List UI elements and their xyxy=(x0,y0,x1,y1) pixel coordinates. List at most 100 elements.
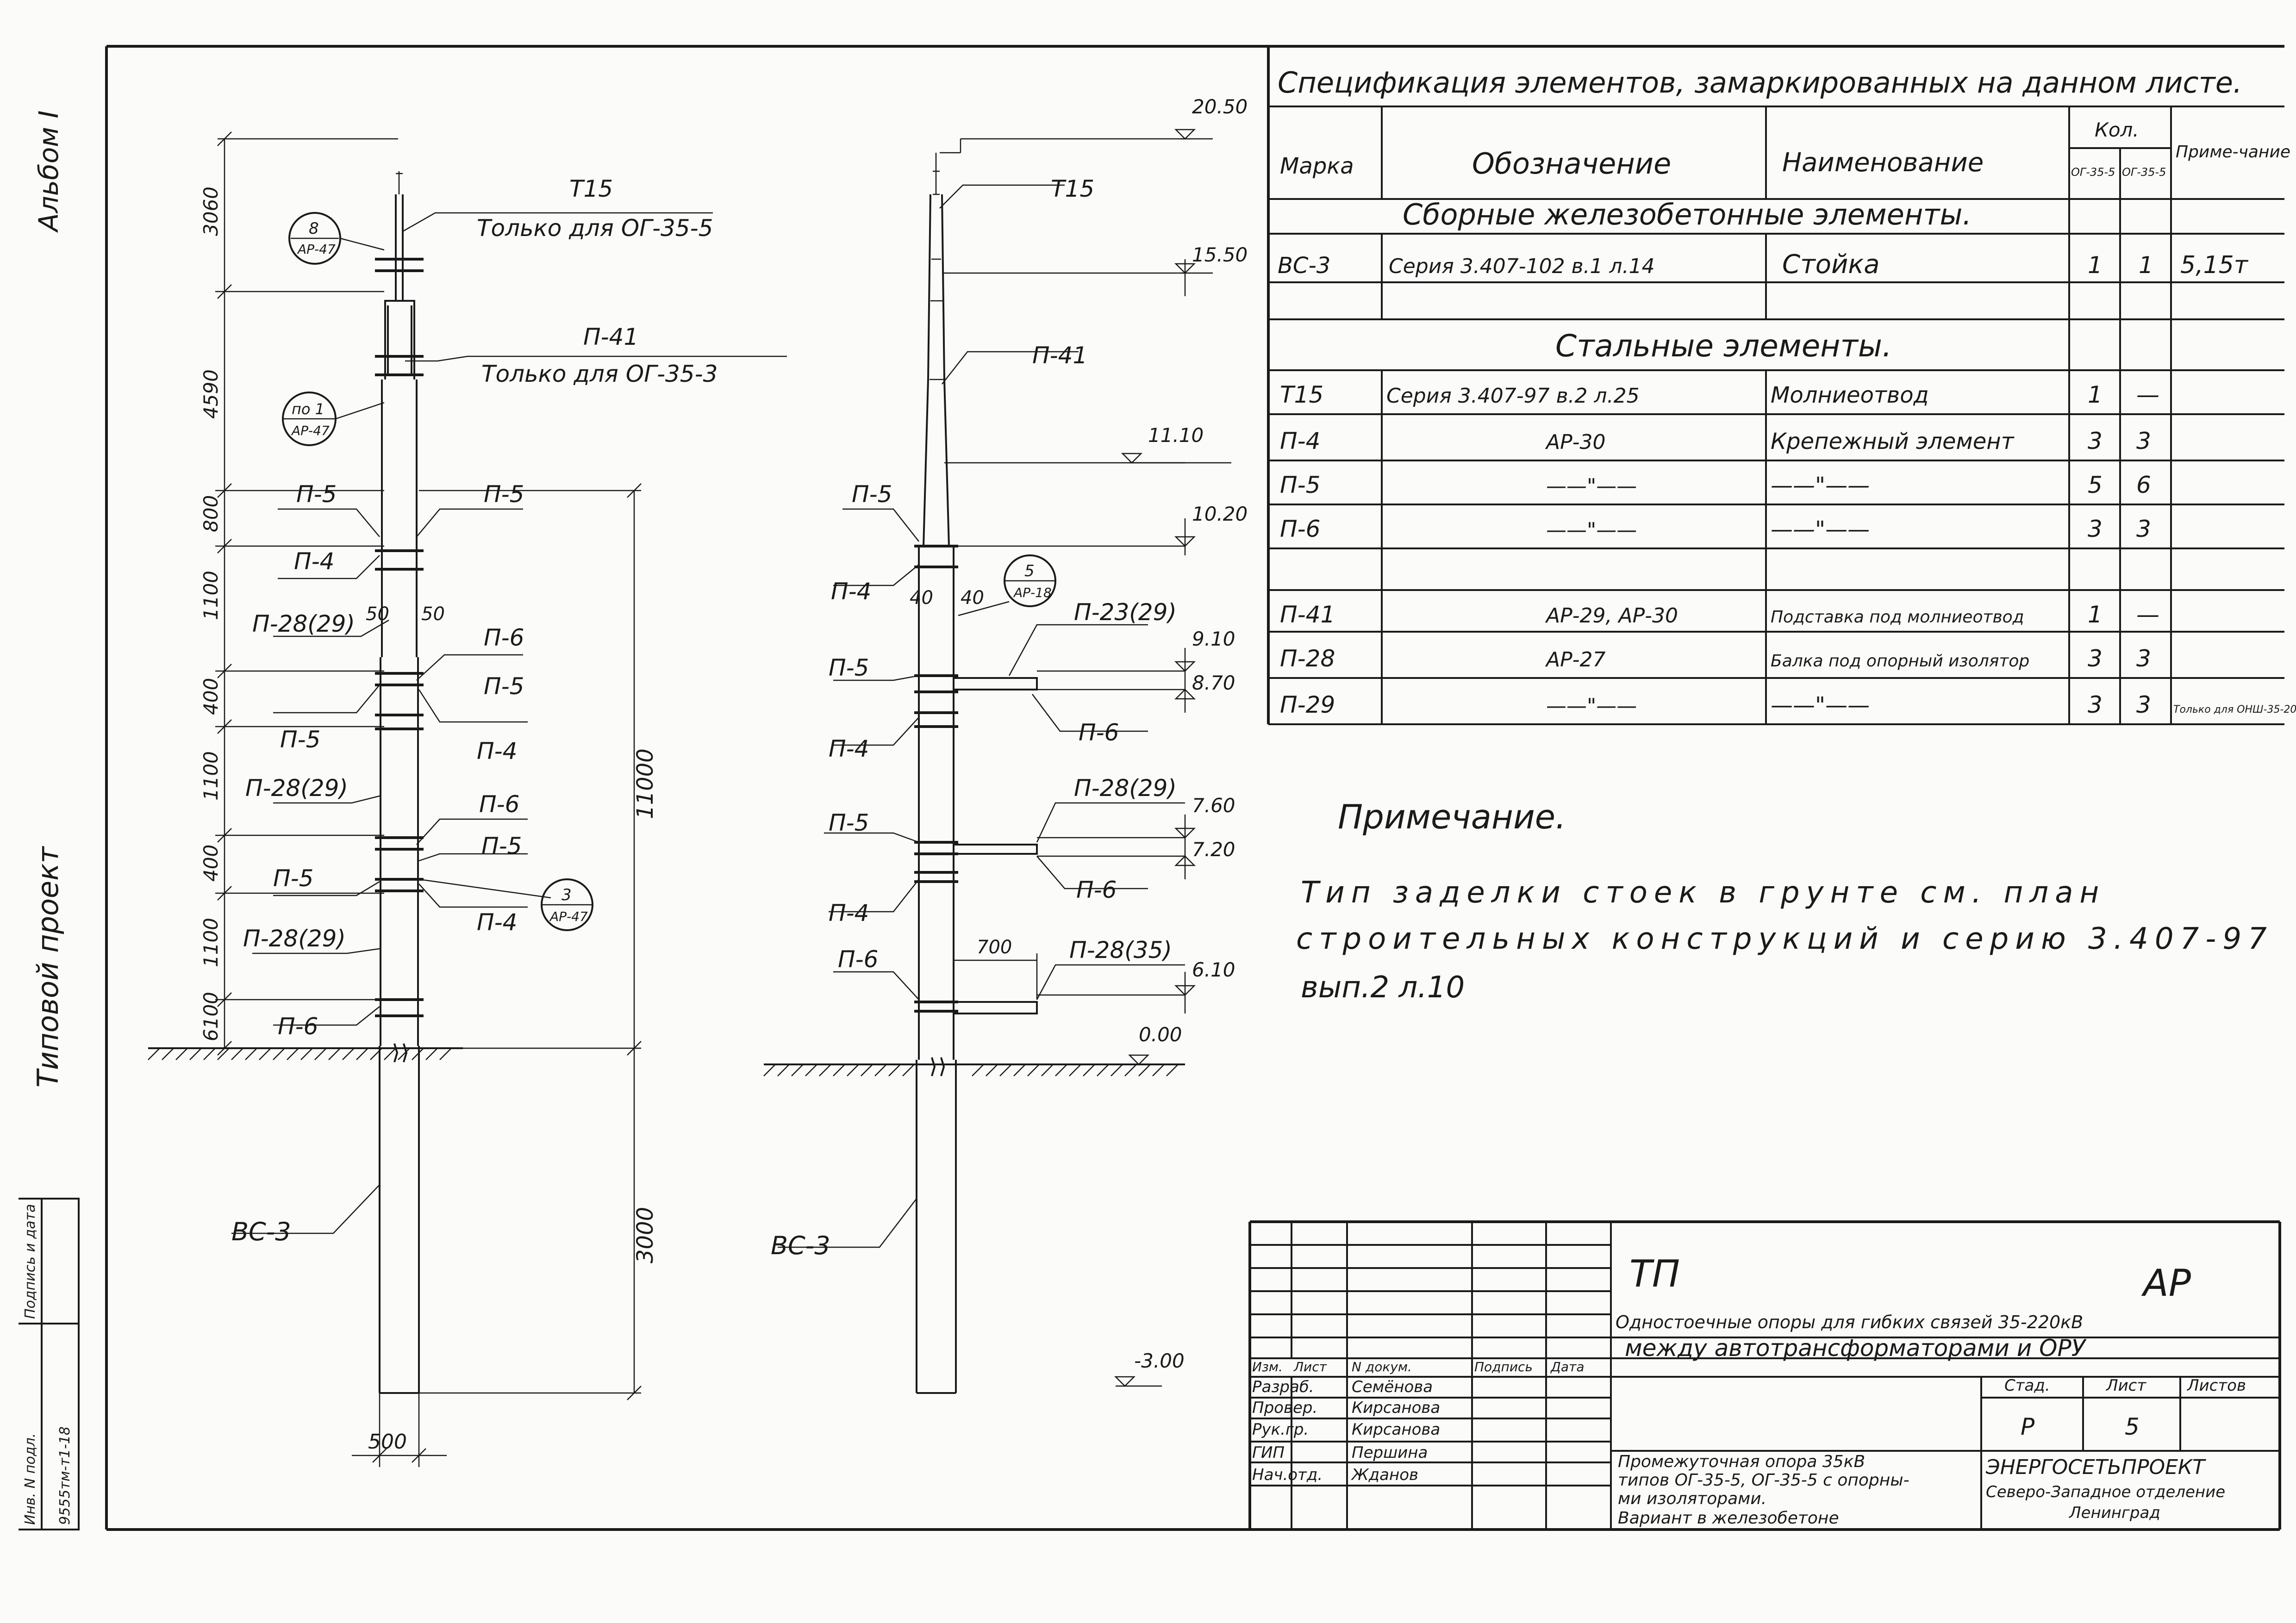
tb-role-name: Жданов xyxy=(1351,1466,1418,1484)
tb-role-name: Семёнова xyxy=(1352,1378,1433,1396)
spec-row-qty-a: 5 xyxy=(2088,472,2103,498)
tb-role-name: Кирсанова xyxy=(1352,1399,1440,1417)
r-callout-p5a: П-5 xyxy=(852,481,892,508)
callout-p5b: П-5 xyxy=(484,481,524,508)
r-callout-w40a: 40 xyxy=(910,587,933,609)
callout-w50a: 50 xyxy=(366,603,389,625)
spec-row-name: ——"—— xyxy=(1771,692,1870,718)
level-7-20: 7.20 xyxy=(1192,838,1235,861)
spec-row-mark: П-5 xyxy=(1280,472,1320,498)
callout-p28c: П-28(29) xyxy=(243,925,346,952)
spec-row-designation: Серия 3.407-97 в.2 л.25 xyxy=(1386,384,1640,408)
callout-p41: П-41 xyxy=(583,323,638,350)
level-15-50: 15.50 xyxy=(1192,243,1248,266)
spec-row-mark: П-28 xyxy=(1280,645,1335,672)
sign-date-label: Подпись и дата xyxy=(22,1204,38,1319)
tb-role-title: Провер. xyxy=(1252,1399,1317,1417)
dim-500: 500 xyxy=(368,1430,407,1454)
dim-6100: 6100 xyxy=(200,992,222,1041)
spec-text: Спецификация элементов, замаркированных … xyxy=(1278,66,2290,364)
left-bubbles: 8 АР-47 по 1 АР-47 3 АР-47 xyxy=(282,212,593,931)
r-callout-p4a: П-4 xyxy=(831,578,871,605)
note-heading: Примечание. xyxy=(1338,797,1566,836)
spec-row-qty-a: 3 xyxy=(2088,516,2103,542)
spec-row-designation: АР-30 xyxy=(1545,430,1606,454)
r-callout-d700: 700 xyxy=(977,937,1012,958)
spec-row-qty-a: 1 xyxy=(2088,381,2103,408)
tb-role-name: Першина xyxy=(1352,1443,1428,1462)
spec-row-qty-b: 3 xyxy=(2136,645,2151,672)
spec-row-note: Только для ОНШ-35-2000 xyxy=(2173,704,2296,715)
tb-drawing-4: Вариант в железобетоне xyxy=(1618,1509,1839,1528)
level-0-00: 0.00 xyxy=(1139,1023,1182,1046)
spec-row-qty-a: 3 xyxy=(2088,428,2103,454)
title-block-text: ТП АР Одностоечные опоры для гибких связ… xyxy=(1252,1252,2246,1528)
level-20-50: 20.50 xyxy=(1192,95,1248,118)
callout-p6c: П-6 xyxy=(278,1013,318,1040)
spec-row-note: 5,15т xyxy=(2180,251,2249,279)
callout-p5d: П-5 xyxy=(280,726,320,753)
spec-row-designation: АР-27 xyxy=(1545,648,1606,672)
spec-row-qty-b: 6 xyxy=(2136,472,2151,498)
callout-p5e: П-5 xyxy=(481,833,522,859)
bubble1-top: 8 xyxy=(309,219,319,238)
spec-hdr-designation: Обозначение xyxy=(1472,147,1671,180)
bubble3-top: 3 xyxy=(562,886,572,904)
right-levels: 20.50 15.50 11.10 10.20 9.10 8.70 7.60 7… xyxy=(1134,95,1248,1372)
callout-w50b: 50 xyxy=(421,603,445,625)
spec-row-qty-b: — xyxy=(2136,381,2159,408)
r-callout-w40b: 40 xyxy=(961,587,984,609)
spec-row-designation: Серия 3.407-102 в.1 л.14 xyxy=(1389,255,1655,278)
spec-row-name: Крепежный элемент xyxy=(1771,429,2015,454)
spec-section-2: Стальные элементы. xyxy=(1555,328,1892,364)
r-bubble-top: 5 xyxy=(1024,562,1035,580)
inv-number: 9555тм-т1-18 xyxy=(57,1426,73,1525)
level-8-70: 8.70 xyxy=(1192,672,1235,694)
right-callouts: Т15 П-41 П-5 П-4 40 40 5 АР-18 П-23(29) … xyxy=(771,175,1177,1260)
callout-p4a: П-4 xyxy=(294,548,334,575)
spec-row-qty-b: 1 xyxy=(2139,252,2153,279)
spec-row-name: Подставка под молниеотвод xyxy=(1771,608,2024,627)
dim-800: 800 xyxy=(200,495,222,532)
note-block: Примечание. Тип заделки стоек в грунте с… xyxy=(1296,797,2267,1005)
callout-p6a: П-6 xyxy=(484,624,524,651)
left-dimensions: 3060 4590 800 1100 400 1100 400 1100 610… xyxy=(200,187,658,1454)
callout-p5c: П-5 xyxy=(484,673,524,700)
r-callout-p28a: П-28(29) xyxy=(1074,775,1177,802)
callout-p5f: П-5 xyxy=(273,865,313,892)
spec-row-mark: П-6 xyxy=(1280,516,1320,542)
dim-4590: 4590 xyxy=(200,369,222,419)
left-pole-view xyxy=(148,131,787,1467)
level-6-10: 6.10 xyxy=(1192,958,1235,981)
bubble2-top: по 1 xyxy=(292,400,324,418)
tb-role-title: Нач.отд. xyxy=(1252,1466,1323,1484)
spec-row-qty-b: 3 xyxy=(2136,428,2151,454)
callout-p28b: П-28(29) xyxy=(245,775,348,802)
tb-role-title: Разраб. xyxy=(1252,1378,1314,1396)
spec-section-1: Сборные железобетонные элементы. xyxy=(1403,198,1972,231)
level-10-20: 10.20 xyxy=(1192,503,1248,525)
spec-row-name: ——"—— xyxy=(1771,516,1870,542)
spec-hdr-note: Приме-чание xyxy=(2176,143,2290,162)
tb-role-title: Рук.гр. xyxy=(1252,1420,1309,1439)
spec-row-qty-b: 3 xyxy=(2136,516,2151,542)
callout-t15: Т15 xyxy=(569,175,613,202)
r-callout-p28b: П-28(35) xyxy=(1069,937,1172,964)
callout-p4c: П-4 xyxy=(477,909,517,936)
r-callout-p41: П-41 xyxy=(1032,342,1087,369)
tb-sheet-label: Лист xyxy=(2105,1376,2146,1395)
tb-stage: Р xyxy=(2021,1413,2035,1440)
spec-hdr-mark: Марка xyxy=(1280,153,1354,179)
callout-p41-note: Только для ОГ-35-3 xyxy=(481,361,718,387)
dim-1100a: 1100 xyxy=(200,571,222,620)
spec-row-name: Молниеотвод xyxy=(1771,382,1929,408)
spec-row-name: Стойка xyxy=(1782,249,1880,280)
spec-row-qty-a: 3 xyxy=(2088,691,2103,718)
tb-hdr-izm: Изм. xyxy=(1252,1359,1283,1374)
r-callout-p6b: П-6 xyxy=(1076,877,1117,903)
tb-hdr-date: Дата xyxy=(1550,1359,1585,1374)
callout-p6b: П-6 xyxy=(479,791,519,818)
spec-title: Спецификация элементов, замаркированных … xyxy=(1278,66,2242,99)
